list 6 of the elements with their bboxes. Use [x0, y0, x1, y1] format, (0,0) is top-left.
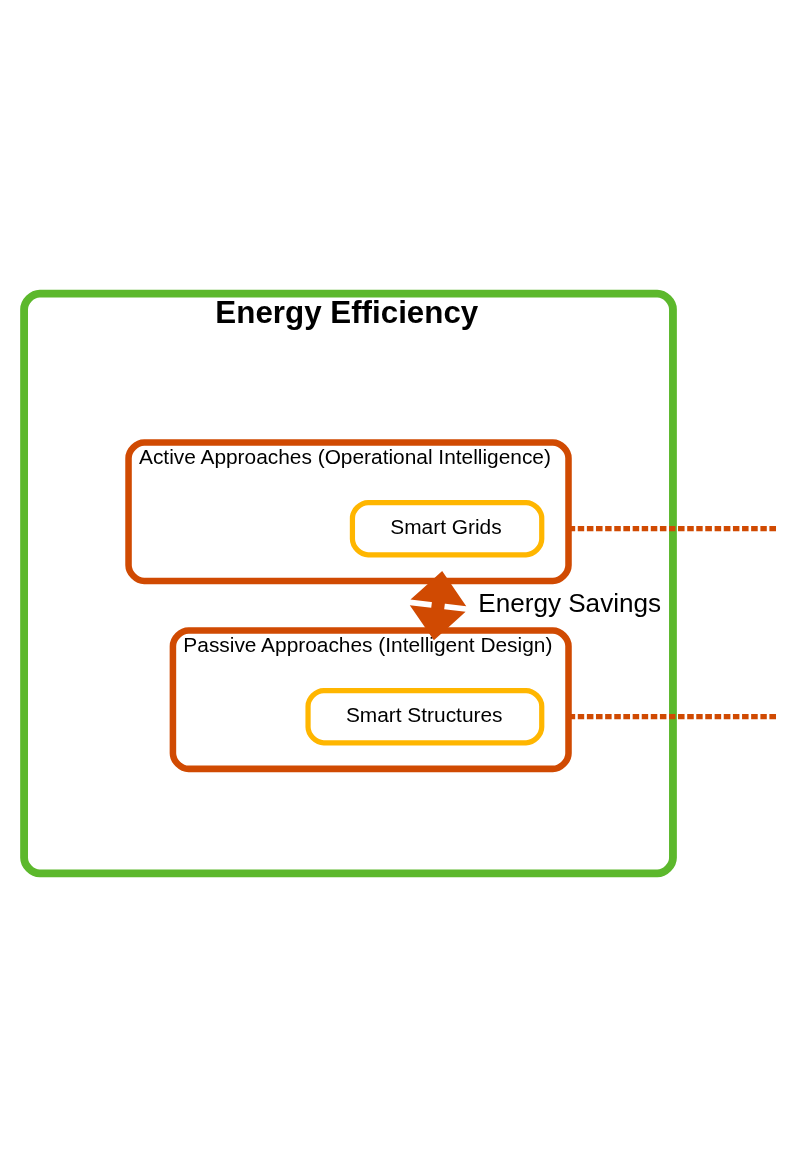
node-box: Smart Grids	[349, 499, 545, 558]
connector	[568, 526, 779, 532]
connector	[568, 714, 779, 720]
arrow	[409, 571, 467, 641]
node-box: Smart Structures	[305, 687, 545, 746]
edge-label: Energy Savings	[478, 588, 662, 619]
